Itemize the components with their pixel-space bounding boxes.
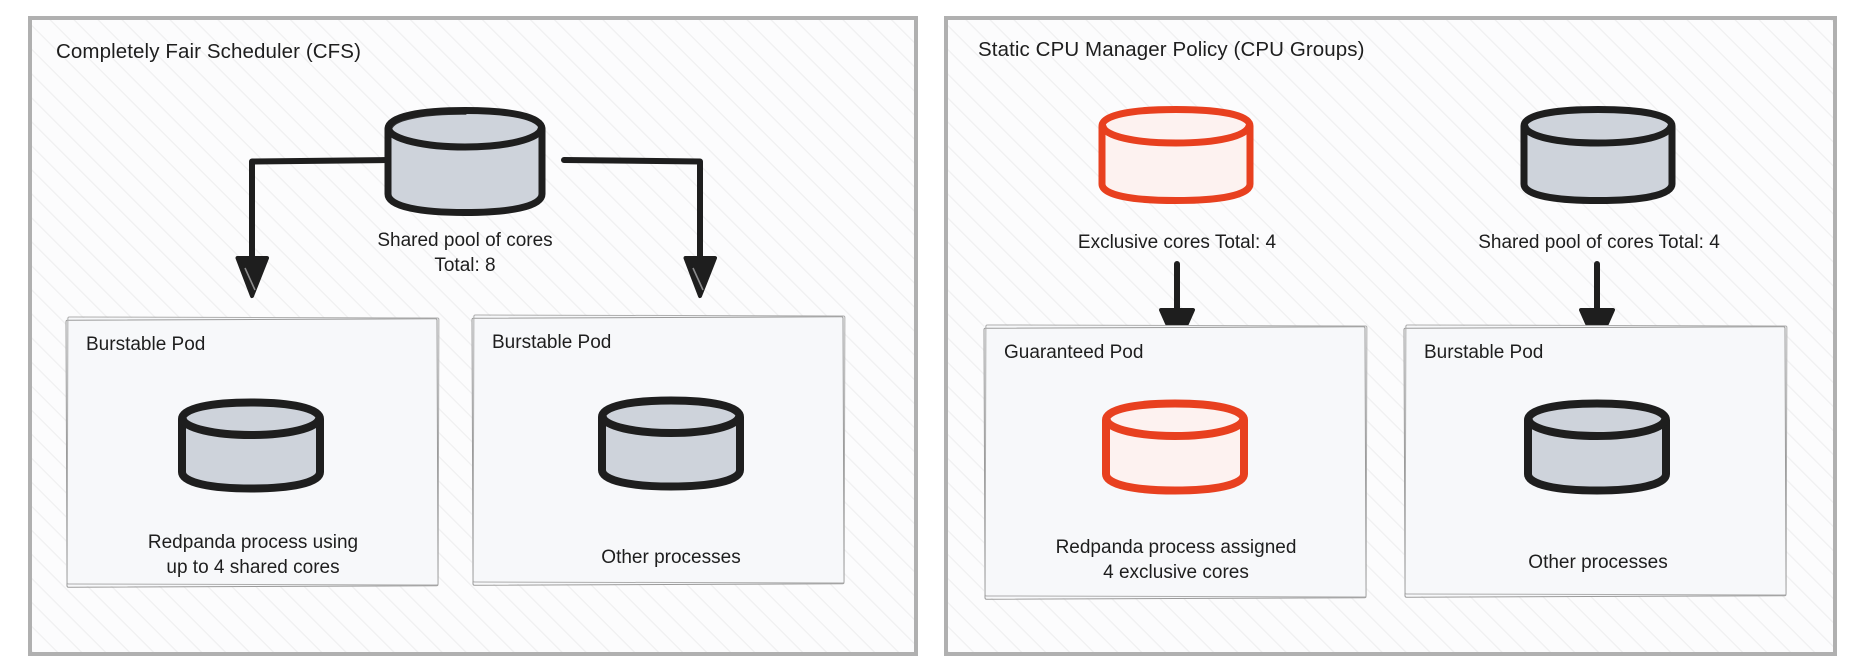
pod-label-burstable-right: Burstable Pod: [492, 332, 612, 353]
caption-pod-right: Other processes: [601, 547, 741, 568]
pod-label-guaranteed: Guaranteed Pod: [1004, 342, 1144, 363]
panel-title-cfs: Completely Fair Scheduler (CFS): [56, 40, 361, 63]
caption-exclusive-cores-4: Exclusive cores Total: 4: [1077, 232, 1277, 253]
cylinder-pod-guaranteed-red: [1100, 399, 1250, 496]
cylinder-pod-right-gray: [596, 396, 746, 491]
cylinder-shared-pool-4: [1518, 106, 1678, 206]
pod-label-burstable-other: Burstable Pod: [1424, 342, 1544, 363]
caption-pod-guaranteed: Redpanda process assigned 4 exclusive co…: [1055, 537, 1297, 583]
pod-burstable-right: Burstable Pod: [471, 314, 846, 586]
cylinder-shared-pool-8: [382, 107, 548, 216]
arrow-shared-to-left-pod: [235, 150, 396, 298]
caption-pod-burstable-other: Other processes: [1528, 552, 1668, 573]
arrow-shared-to-right-pod: [556, 150, 717, 298]
cylinder-exclusive-cores-4: [1096, 106, 1256, 206]
caption-shared-pool-4: Shared pool of cores Total: 4: [1478, 232, 1720, 253]
cylinder-pod-burstable-gray: [1522, 399, 1672, 496]
caption-pod-left: Redpanda process using up to 4 shared co…: [147, 532, 359, 578]
pod-label-burstable-left: Burstable Pod: [86, 334, 206, 355]
panel-title-static: Static CPU Manager Policy (CPU Groups): [978, 38, 1365, 61]
cylinder-pod-left-gray: [176, 398, 326, 493]
caption-shared-pool-8: Shared pool of cores Total: 8: [377, 230, 553, 276]
